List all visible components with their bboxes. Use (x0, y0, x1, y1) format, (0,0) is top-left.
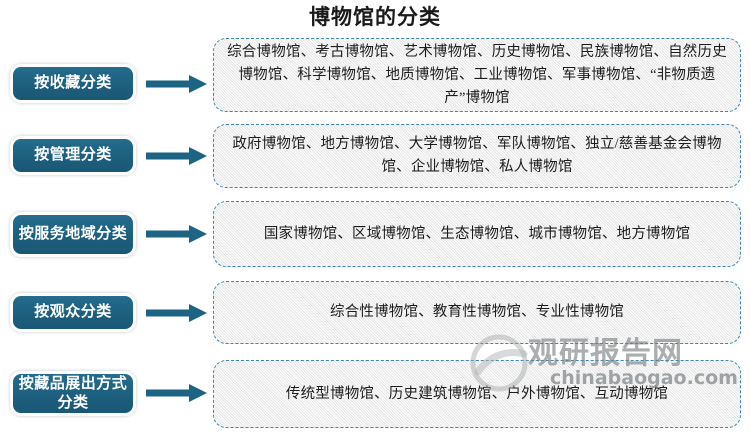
arrow-right-icon (146, 74, 208, 94)
category-content-text: 政府博物馆、地方博物馆、大学博物馆、军队博物馆、独立/慈善基金会博物馆、企业博物… (232, 136, 722, 175)
category-label-pill[interactable]: 按藏品展出方式分类 (10, 371, 136, 416)
arrow-right-icon (146, 146, 208, 166)
category-content-text: 综合博物馆、考古博物馆、艺术博物馆、历史博物馆、民族博物馆、自然历史博物馆、科学… (227, 43, 727, 106)
category-content-text: 综合性博物馆、教育性博物馆、专业性博物馆 (330, 304, 624, 320)
arrow-right-icon (146, 383, 208, 403)
category-label-text: 按管理分类 (34, 147, 112, 163)
category-label-pill[interactable]: 按服务地域分类 (10, 212, 136, 257)
category-label-text: 按收藏分类 (34, 75, 112, 91)
arrow-right-icon (146, 303, 208, 323)
category-content-box: 传统型博物馆、历史建筑博物馆、户外博物馆、互动博物馆 (213, 360, 741, 428)
category-label-pill[interactable]: 按收藏分类 (10, 64, 136, 103)
category-label-text: 按服务地域分类 (18, 226, 128, 242)
category-label-text: 按藏品展出方式分类 (18, 375, 128, 411)
category-content-box: 综合博物馆、考古博物馆、艺术博物馆、历史博物馆、民族博物馆、自然历史博物馆、科学… (213, 38, 741, 112)
category-row: 按观众分类 综合性博物馆、教育性博物馆、专业性博物馆 (0, 281, 750, 344)
category-row: 按藏品展出方式分类 传统型博物馆、历史建筑博物馆、户外博物馆、互动博物馆 (0, 360, 750, 430)
page-title: 博物馆的分类 (309, 5, 441, 29)
category-content-box: 政府博物馆、地方博物馆、大学博物馆、军队博物馆、独立/慈善基金会博物馆、企业博物… (213, 124, 741, 188)
category-content-box: 国家博物馆、区域博物馆、生态博物馆、城市博物馆、地方博物馆 (213, 201, 741, 267)
category-row: 按收藏分类 综合博物馆、考古博物馆、艺术博物馆、历史博物馆、民族博物馆、自然历史… (0, 36, 750, 112)
category-label-pill[interactable]: 按观众分类 (10, 293, 136, 332)
arrow-right-icon (146, 224, 208, 244)
category-content-text: 传统型博物馆、历史建筑博物馆、户外博物馆、互动博物馆 (285, 385, 669, 402)
category-row: 按管理分类 政府博物馆、地方博物馆、大学博物馆、军队博物馆、独立/慈善基金会博物… (0, 124, 750, 188)
category-row: 按服务地域分类 国家博物馆、区域博物馆、生态博物馆、城市博物馆、地方博物馆 (0, 201, 750, 267)
category-label-text: 按观众分类 (34, 304, 112, 320)
category-content-text: 国家博物馆、区域博物馆、生态博物馆、城市博物馆、地方博物馆 (263, 225, 691, 242)
category-content-box: 综合性博物馆、教育性博物馆、专业性博物馆 (213, 281, 741, 344)
category-label-pill[interactable]: 按管理分类 (10, 136, 136, 175)
